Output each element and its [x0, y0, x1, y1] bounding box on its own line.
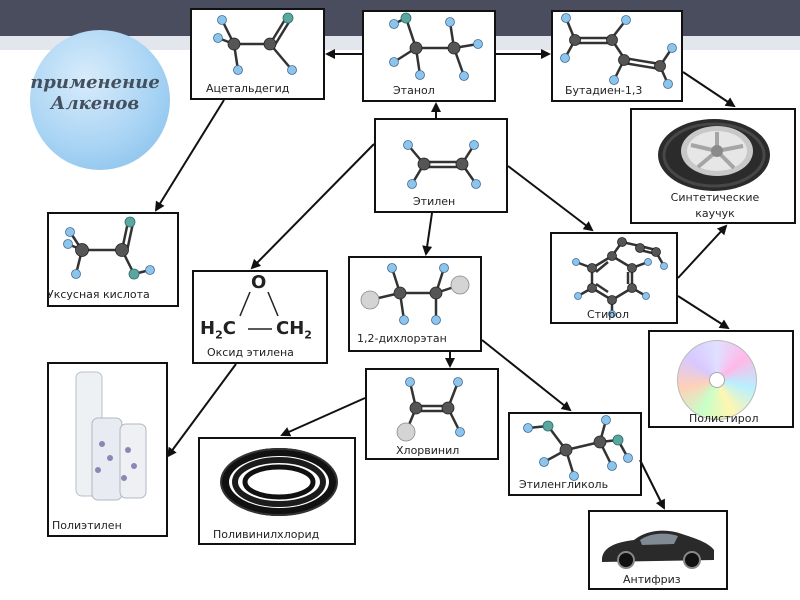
node-ethylene-glycol — [508, 412, 642, 496]
label-polyethylene: Полиэтилен — [52, 519, 122, 532]
pvc-cable-picture — [218, 444, 340, 520]
formula-h2c-subscript: 2 — [215, 328, 223, 342]
label-ethanol: Этанол — [393, 84, 435, 97]
label-vinyl-chloride: Хлорвинил — [396, 444, 460, 457]
title-line-1: применение — [30, 72, 160, 93]
label-rubber: Синтетические каучук — [670, 191, 760, 220]
cable-coil-icon — [220, 448, 338, 516]
node-vinyl-chloride — [365, 368, 499, 460]
formula-h2c: H2C — [200, 318, 236, 342]
formula-ch2-subscript: 2 — [304, 328, 312, 342]
node-acetaldehyde — [190, 8, 325, 100]
node-ethanol — [362, 10, 496, 102]
polyethylene-rolls-picture — [62, 366, 154, 506]
film-rolls-icon — [75, 371, 147, 501]
formula-ch2: CH2 — [276, 318, 312, 342]
node-butadiene — [551, 10, 683, 102]
cd-picture — [677, 340, 757, 420]
car-icon — [602, 530, 714, 569]
slide-title: применение Алкенов — [20, 72, 170, 114]
label-antifreeze: Антифриз — [623, 573, 681, 586]
label-polystyrene: Полистирол — [689, 412, 759, 425]
label-ethylene-oxide: Оксид этилена — [207, 346, 294, 359]
formula-oxygen: O — [251, 272, 267, 293]
node-ethylene-oxide — [192, 270, 328, 364]
formula-h2c-c: C — [222, 318, 236, 339]
label-styrene: Стирол — [587, 308, 629, 321]
label-ethylene: Этилен — [413, 195, 456, 208]
title-bubble — [30, 30, 170, 170]
label-dichloroethane: 1,2-дихлорэтан — [357, 332, 447, 345]
formula-h2c-h: H — [200, 318, 216, 339]
formula-ch2-ch: CH — [276, 318, 305, 339]
label-butadiene: Бутадиен-1,3 — [565, 84, 643, 97]
label-acetaldehyde: Ацетальдегид — [206, 82, 290, 95]
title-line-2: Алкенов — [50, 93, 140, 114]
car-picture — [596, 520, 720, 572]
label-pvc: Поливинилхлорид — [213, 528, 320, 541]
node-ethylene — [374, 118, 508, 213]
label-ethylene-glycol: Этиленгликоль — [519, 478, 609, 491]
tire-picture — [655, 113, 773, 193]
tire-icon — [658, 119, 770, 191]
cd-hole — [709, 372, 725, 388]
label-acetic-acid: Уксусная кислота — [47, 288, 150, 301]
